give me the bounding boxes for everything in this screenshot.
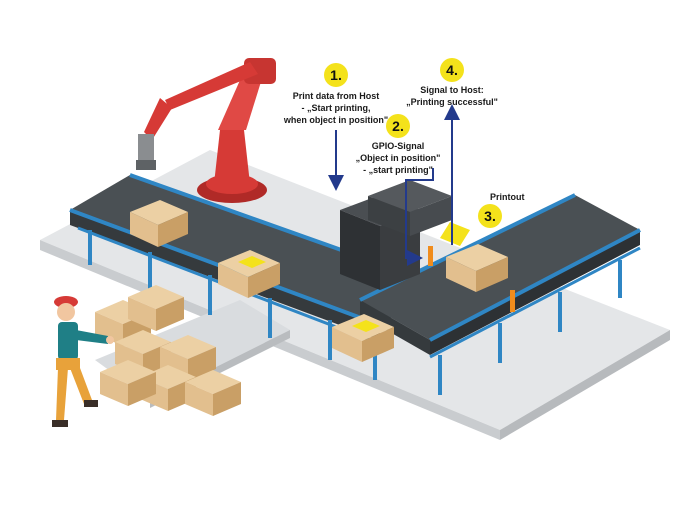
step-4-number: 4. xyxy=(446,62,458,78)
step-2-line-2: „Object in position" xyxy=(356,153,441,163)
step-1-line-1: Print data from Host xyxy=(293,91,380,101)
step-2: 2. GPIO-Signal „Object in position" - „s… xyxy=(356,114,441,175)
step-4-line-1: Signal to Host: xyxy=(420,85,484,95)
open-box-with-label xyxy=(446,244,508,292)
sensor-icon xyxy=(428,246,433,266)
step-1-line-3: when object in position" xyxy=(283,115,388,125)
cardboard-box-icon xyxy=(130,200,188,247)
robot-arm-icon xyxy=(136,58,276,203)
open-box-with-label xyxy=(218,250,280,298)
step-1-line-2: - „Start printing, xyxy=(302,103,371,113)
step-3-badge xyxy=(478,204,502,228)
sensor-icon xyxy=(510,290,515,312)
printer-icon xyxy=(340,180,470,290)
step-3: Printout 3. xyxy=(478,192,525,228)
step-2-line-3: - „start printing" xyxy=(363,165,433,175)
arrow-gpio-signal xyxy=(405,168,434,266)
step-3-line-1: Printout xyxy=(490,192,525,202)
open-box-with-label xyxy=(332,314,394,362)
step-2-badge xyxy=(386,114,410,138)
step-2-line-1: GPIO-Signal xyxy=(372,141,425,151)
box-stack xyxy=(95,285,241,416)
step-4: 4. Signal to Host: „Printing successful" xyxy=(406,58,498,107)
step-3-number: 3. xyxy=(484,208,496,224)
step-4-badge xyxy=(440,58,464,82)
step-4-line-2: „Printing successful" xyxy=(406,97,498,107)
step-2-number: 2. xyxy=(392,118,404,134)
step-1-badge xyxy=(324,63,348,87)
step-1-number: 1. xyxy=(330,67,342,83)
step-1: 1. Print data from Host - „Start printin… xyxy=(283,63,388,125)
worker-icon xyxy=(52,296,114,427)
